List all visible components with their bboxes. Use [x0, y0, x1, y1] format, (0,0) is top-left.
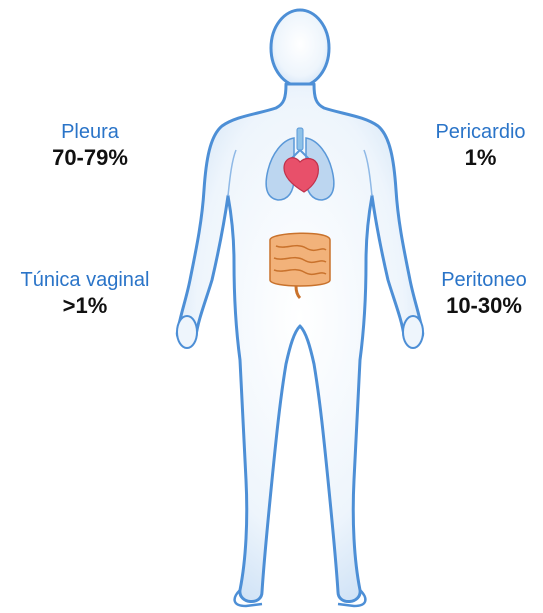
site-percentage-peritoneo: 10-30% [425, 292, 543, 320]
site-name-pericardio: Pericardio [418, 120, 543, 144]
label-peritoneo: Peritoneo 10-30% [425, 268, 543, 320]
site-name-peritoneo: Peritoneo [425, 268, 543, 292]
label-pleura: Pleura 70-79% [30, 120, 150, 172]
label-tunica-vaginal: Túnica vaginal >1% [0, 268, 170, 320]
site-percentage-pericardio: 1% [418, 144, 543, 172]
site-percentage-tunica-vaginal: >1% [0, 292, 170, 320]
site-name-tunica-vaginal: Túnica vaginal [0, 268, 170, 292]
site-name-pleura: Pleura [30, 120, 150, 144]
site-percentage-pleura: 70-79% [30, 144, 150, 172]
label-pericardio: Pericardio 1% [418, 120, 543, 172]
human-body-icon [177, 10, 423, 606]
